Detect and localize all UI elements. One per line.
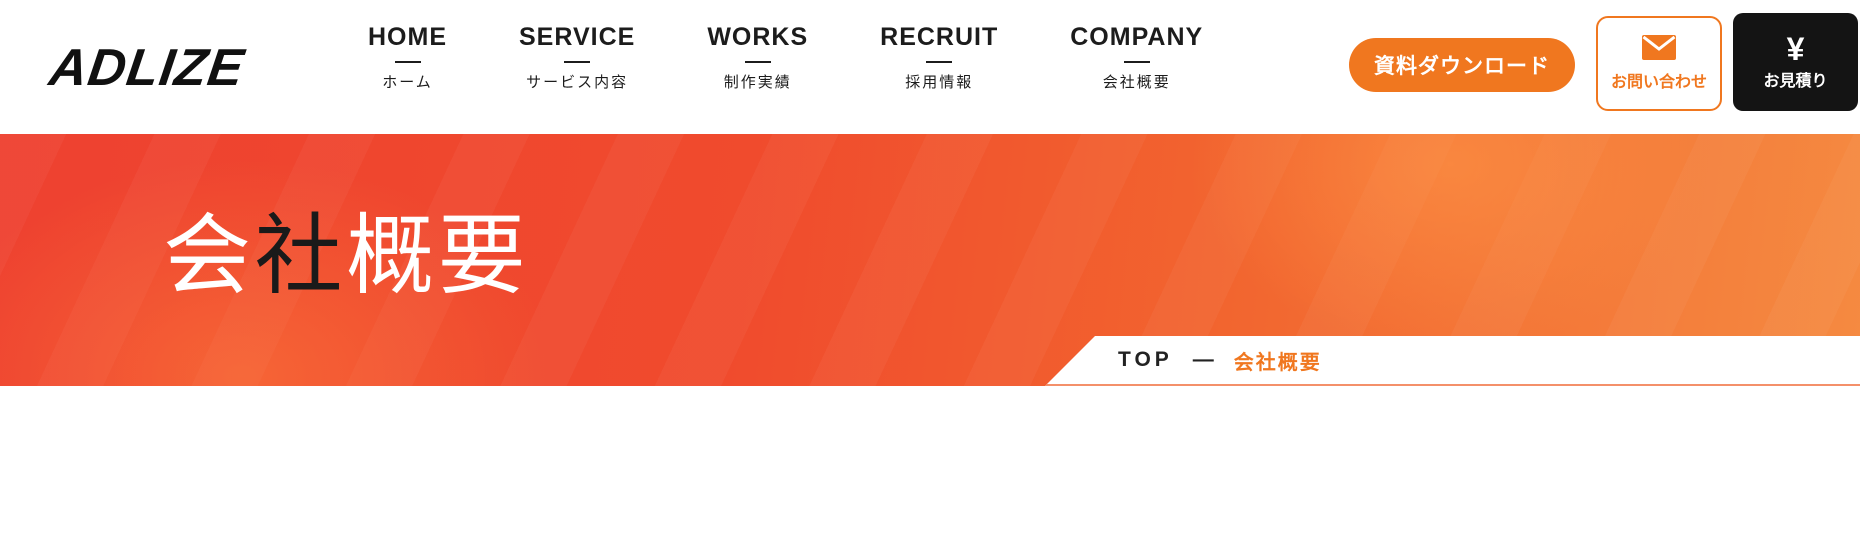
page-title-char: 概: [346, 209, 438, 306]
main-nav: HOME ホーム SERVICE サービス内容 WORKS 制作実績 RECRU…: [368, 23, 1204, 92]
nav-item-service[interactable]: SERVICE サービス内容: [519, 23, 636, 92]
page-title-char: 要: [437, 209, 530, 306]
breadcrumb-top-link[interactable]: TOP: [1118, 348, 1173, 371]
nav-label-ja: 採用情報: [905, 73, 974, 91]
nav-divider: [744, 60, 771, 63]
page-title-char: 会: [163, 209, 255, 306]
contact-button[interactable]: お問い合わせ: [1596, 16, 1722, 111]
nav-label-en: WORKS: [707, 23, 809, 51]
nav-label-ja: 制作実績: [723, 73, 792, 91]
nav-item-works[interactable]: WORKS 制作実績: [707, 23, 809, 92]
nav-label-ja: 会社概要: [1102, 73, 1171, 91]
header: ADLIZE HOME ホーム SERVICE サービス内容 WORKS 制作実…: [0, 0, 1860, 134]
brand-logo[interactable]: ADLIZE: [45, 39, 248, 97]
nav-item-home[interactable]: HOME ホーム: [368, 23, 447, 92]
nav-divider: [394, 60, 421, 63]
nav-item-recruit[interactable]: RECRUIT 採用情報: [880, 23, 999, 92]
nav-divider: [564, 60, 591, 63]
breadcrumb: TOP — 会社概要: [1045, 336, 1860, 386]
quote-button-label: お見積り: [1763, 73, 1828, 90]
breadcrumb-separator: —: [1192, 348, 1214, 371]
nav-divider: [926, 60, 953, 63]
yen-icon: ¥: [1786, 31, 1805, 67]
download-materials-button[interactable]: 資料ダウンロード: [1349, 38, 1575, 92]
nav-label-en: SERVICE: [519, 23, 636, 51]
nav-label-en: HOME: [368, 23, 447, 51]
nav-label-en: RECRUIT: [880, 23, 999, 51]
page-title-char: 社: [254, 209, 347, 306]
nav-label-en: COMPANY: [1070, 23, 1204, 51]
breadcrumb-current-page: 会社概要: [1233, 351, 1322, 374]
quote-button[interactable]: ¥ お見積り: [1733, 13, 1858, 111]
page-title: 会社概要: [163, 214, 529, 302]
nav-label-ja: サービス内容: [526, 73, 629, 91]
nav-item-company[interactable]: COMPANY 会社概要: [1070, 23, 1204, 92]
nav-label-ja: ホーム: [382, 73, 433, 91]
hero-section: 会社概要 TOP — 会社概要: [0, 134, 1860, 386]
envelope-icon: [1642, 35, 1676, 60]
nav-divider: [1123, 60, 1150, 63]
contact-button-label: お問い合わせ: [1610, 74, 1707, 91]
